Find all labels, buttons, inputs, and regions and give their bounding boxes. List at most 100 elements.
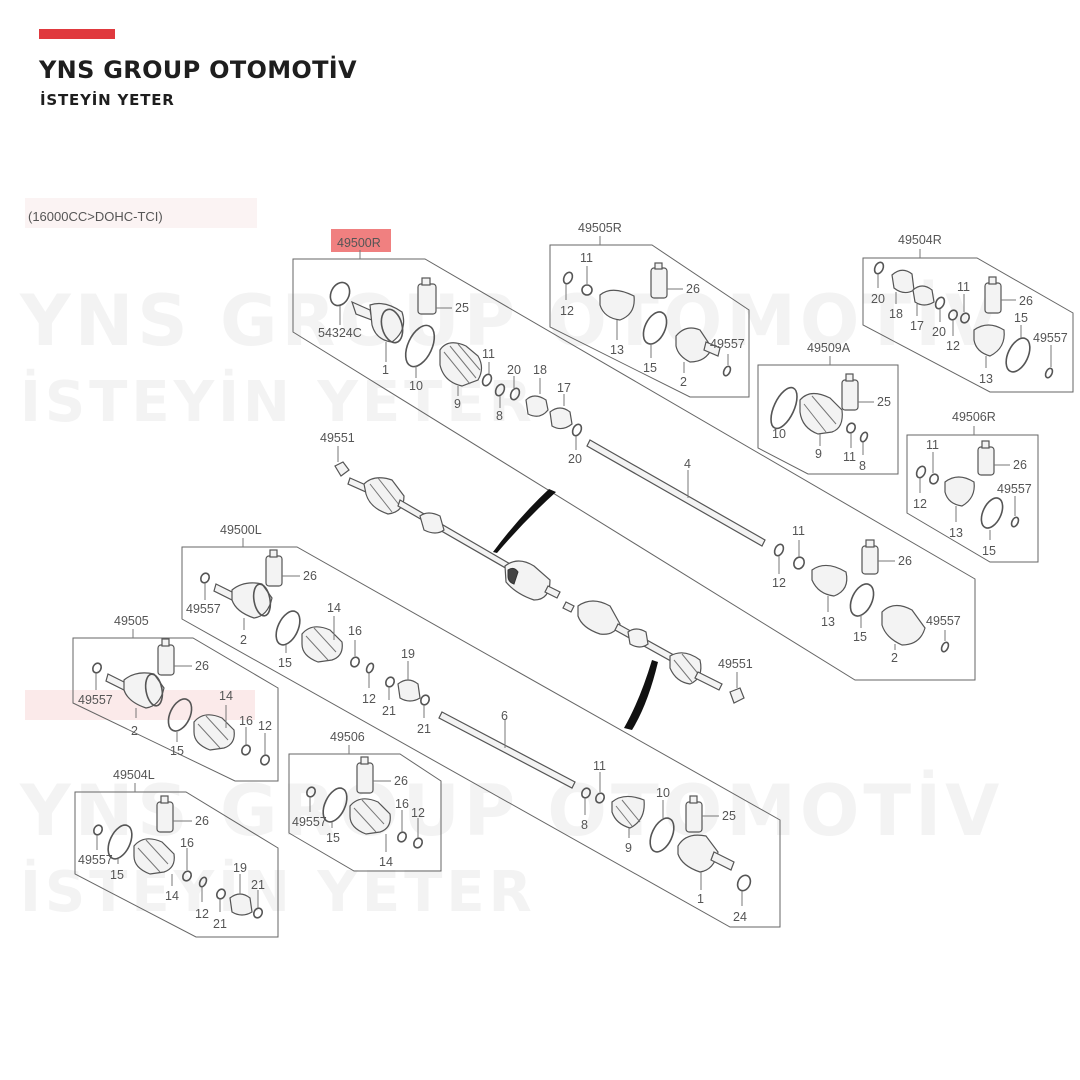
svg-text:13: 13 bbox=[949, 526, 963, 540]
svg-text:9: 9 bbox=[625, 841, 632, 855]
svg-text:26: 26 bbox=[195, 659, 209, 673]
grease-tube-icon bbox=[417, 283, 437, 315]
outer-boot-assembled-icon bbox=[363, 477, 405, 515]
svg-text:1: 1 bbox=[697, 892, 704, 906]
svg-text:16: 16 bbox=[348, 624, 362, 638]
intermediate-shaft-left-icon bbox=[438, 711, 576, 789]
cv-boot-icon bbox=[439, 342, 483, 387]
group-49506R[interactable]: 49506R 12 11 13 26 15 49557 bbox=[906, 410, 1039, 563]
svg-text:12: 12 bbox=[560, 304, 574, 318]
group-49504L[interactable]: 49504L 26 49557 15 14 16 12 21 19 21 bbox=[74, 768, 279, 938]
watermark-brand-lower: YNS GROUP OTOMOTİV bbox=[20, 770, 1004, 852]
svg-text:24: 24 bbox=[733, 910, 747, 924]
group-49505R[interactable]: 49505R 12 11 13 26 15 2 49557 bbox=[549, 221, 750, 398]
group-49506[interactable]: 49506 26 49557 15 14 16 12 bbox=[288, 730, 442, 872]
hub-nut-icon bbox=[334, 461, 350, 477]
svg-text:49557: 49557 bbox=[1033, 331, 1068, 345]
svg-text:25: 25 bbox=[455, 301, 469, 315]
brand-subtitle: İSTEYİN YETER bbox=[40, 91, 175, 109]
svg-text:21: 21 bbox=[251, 878, 265, 892]
svg-text:26: 26 bbox=[303, 569, 317, 583]
svg-text:4: 4 bbox=[684, 457, 691, 471]
svg-text:15: 15 bbox=[643, 361, 657, 375]
svg-text:11: 11 bbox=[580, 251, 593, 265]
svg-text:49551: 49551 bbox=[320, 431, 355, 445]
svg-text:10: 10 bbox=[409, 379, 423, 393]
svg-text:15: 15 bbox=[110, 868, 124, 882]
brand-title: YNS GROUP OTOMOTİV bbox=[39, 56, 357, 84]
svg-text:2: 2 bbox=[891, 651, 898, 665]
svg-text:49557: 49557 bbox=[78, 693, 113, 707]
svg-text:12: 12 bbox=[411, 806, 425, 820]
svg-text:49551: 49551 bbox=[718, 657, 753, 671]
svg-text:1: 1 bbox=[382, 363, 389, 377]
group-49505[interactable]: 49505 49557 2 26 15 14 16 12 bbox=[72, 614, 279, 782]
swoosh-arrow-icon-lower bbox=[624, 660, 658, 730]
group-49500L[interactable]: 49500L 49557 2 26 15 14 16 12 21 19 21 bbox=[181, 523, 781, 928]
svg-text:15: 15 bbox=[1014, 311, 1028, 325]
svg-text:49506: 49506 bbox=[330, 730, 365, 744]
brand-accent-bar bbox=[39, 29, 115, 39]
svg-text:49505: 49505 bbox=[114, 614, 149, 628]
group-label-49500R[interactable]: 49500R bbox=[337, 236, 381, 250]
svg-text:49557: 49557 bbox=[186, 602, 221, 616]
svg-text:54324C: 54324C bbox=[318, 326, 362, 340]
svg-text:49557: 49557 bbox=[292, 815, 327, 829]
highlighted-group-box bbox=[331, 229, 391, 252]
svg-text:15: 15 bbox=[326, 831, 340, 845]
svg-text:14: 14 bbox=[165, 889, 179, 903]
intermediate-shaft-icon bbox=[586, 439, 766, 547]
svg-text:12: 12 bbox=[362, 692, 376, 706]
svg-text:26: 26 bbox=[195, 814, 209, 828]
engine-spec-note: (16000CC>DOHC-TCI) bbox=[28, 209, 163, 224]
svg-text:20: 20 bbox=[932, 325, 946, 339]
svg-text:49505R: 49505R bbox=[578, 221, 622, 235]
svg-text:12: 12 bbox=[195, 907, 209, 921]
boot-band-icon bbox=[404, 324, 436, 368]
svg-text:16: 16 bbox=[180, 836, 194, 850]
svg-text:11: 11 bbox=[957, 280, 970, 294]
svg-text:12: 12 bbox=[772, 576, 786, 590]
swoosh-arrow-icon bbox=[493, 489, 556, 553]
svg-text:49557: 49557 bbox=[710, 337, 745, 351]
svg-text:13: 13 bbox=[979, 372, 993, 386]
svg-text:26: 26 bbox=[394, 774, 408, 788]
svg-text:10: 10 bbox=[656, 786, 670, 800]
group-49509A[interactable]: 49509A 10 9 25 11 8 bbox=[757, 341, 899, 475]
seal-ring-icon bbox=[329, 281, 351, 307]
svg-text:19: 19 bbox=[401, 647, 415, 661]
svg-text:11: 11 bbox=[843, 450, 856, 464]
svg-text:12: 12 bbox=[946, 339, 960, 353]
svg-text:10: 10 bbox=[772, 427, 786, 441]
svg-text:25: 25 bbox=[722, 809, 736, 823]
svg-text:13: 13 bbox=[610, 343, 624, 357]
svg-text:49557: 49557 bbox=[926, 614, 961, 628]
svg-text:49557: 49557 bbox=[78, 853, 113, 867]
svg-text:49504R: 49504R bbox=[898, 233, 942, 247]
clamp-icon bbox=[481, 373, 493, 387]
svg-text:21: 21 bbox=[382, 704, 396, 718]
inner-cv-joint-icon bbox=[881, 604, 926, 646]
svg-text:17: 17 bbox=[557, 381, 571, 395]
svg-text:26: 26 bbox=[1013, 458, 1027, 472]
group-49500R[interactable]: 49500R 54324C 1 25 10 9 11 8 bbox=[292, 236, 976, 681]
svg-text:13: 13 bbox=[821, 615, 835, 629]
svg-text:26: 26 bbox=[1019, 294, 1033, 308]
svg-text:17: 17 bbox=[910, 319, 924, 333]
watermark-brand: YNS GROUP OTOMOTİV bbox=[20, 280, 1004, 362]
group-49504R[interactable]: 49504R 20 18 17 20 12 11 26 13 15 49557 bbox=[862, 233, 1074, 393]
svg-text:20: 20 bbox=[871, 292, 885, 306]
svg-text:14: 14 bbox=[327, 601, 341, 615]
svg-text:20: 20 bbox=[568, 452, 582, 466]
svg-text:8: 8 bbox=[581, 818, 588, 832]
damper-icon bbox=[525, 395, 549, 417]
svg-text:16: 16 bbox=[395, 797, 409, 811]
svg-text:6: 6 bbox=[501, 709, 508, 723]
svg-text:11: 11 bbox=[926, 438, 939, 452]
svg-text:49557: 49557 bbox=[997, 482, 1032, 496]
svg-text:14: 14 bbox=[219, 689, 233, 703]
spec-band bbox=[25, 198, 257, 228]
svg-text:20: 20 bbox=[507, 363, 521, 377]
svg-text:15: 15 bbox=[982, 544, 996, 558]
svg-text:21: 21 bbox=[213, 917, 227, 931]
